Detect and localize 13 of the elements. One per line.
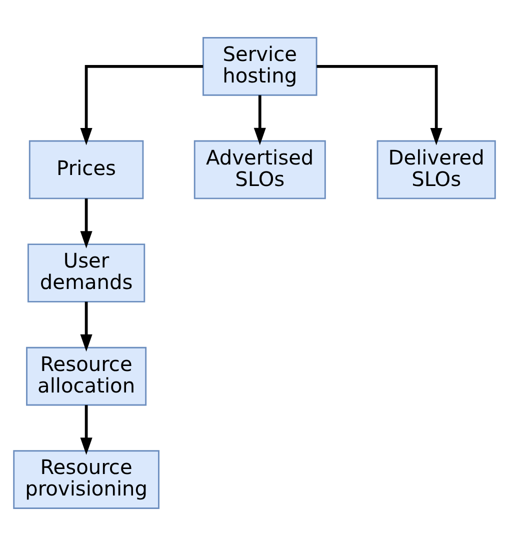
node-box: User demands: [27, 244, 146, 302]
node-box: Delivered SLOs: [376, 140, 496, 200]
arrow: [80, 198, 92, 248]
node-box: Resource allocation: [26, 346, 147, 406]
node-box: Prices: [28, 140, 144, 200]
arrow: [254, 95, 266, 146]
node-box: Resource provisioning: [13, 450, 160, 509]
node-box: Advertised SLOs: [194, 140, 326, 200]
arrow: [80, 405, 92, 455]
arrow: [316, 65, 442, 146]
arrow: [80, 65, 204, 146]
arrow: [80, 302, 92, 352]
node-box: Service hosting: [202, 37, 318, 96]
